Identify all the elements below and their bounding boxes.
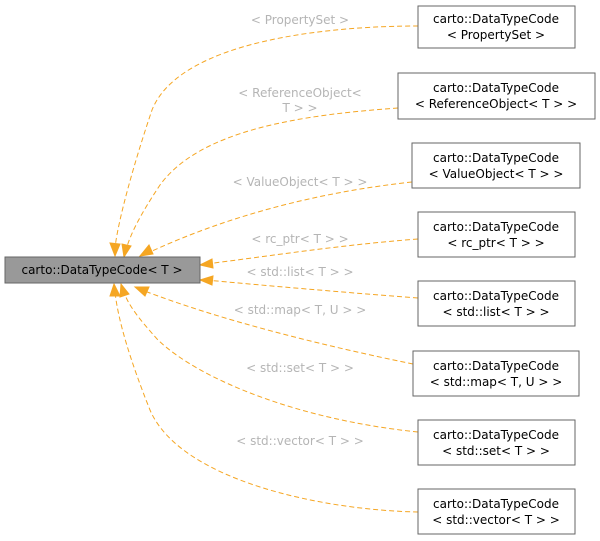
- edge-labels: < PropertySet > < ReferenceObject< T > >…: [233, 13, 368, 448]
- arrowhead-stdset: [119, 282, 130, 298]
- edge-stdset: [123, 291, 419, 433]
- edge-stdmap: [141, 289, 414, 365]
- node-stdset-line2: < std::set< T > >: [442, 444, 550, 458]
- node-referenceobject-line1: carto::DataTypeCode: [433, 81, 559, 95]
- node-referenceobject-line2: < ReferenceObject< T > >: [415, 97, 577, 111]
- node-stdlist[interactable]: carto::DataTypeCode < std::list< T > >: [417, 280, 576, 327]
- edge-valueobject: [149, 181, 413, 253]
- node-stdvector-line1: carto::DataTypeCode: [433, 497, 559, 511]
- node-valueobject[interactable]: carto::DataTypeCode < ValueObject< T > >: [411, 142, 581, 189]
- node-valueobject-line1: carto::DataTypeCode: [433, 151, 559, 165]
- edge-label-valueobject: < ValueObject< T > >: [233, 175, 368, 189]
- arrowhead-referenceobject: [121, 243, 132, 259]
- edge-stdvector: [114, 291, 419, 513]
- edge-label-stdset: < std::set< T > >: [246, 361, 354, 375]
- node-stdvector-line2: < std::vector< T > >: [432, 513, 560, 527]
- node-rcptr-line1: carto::DataTypeCode: [433, 220, 559, 234]
- node-stdmap-line1: carto::DataTypeCode: [433, 359, 559, 373]
- node-stdset-line1: carto::DataTypeCode: [433, 428, 559, 442]
- edge-referenceobject: [125, 107, 399, 251]
- node-stdvector[interactable]: carto::DataTypeCode < std::vector< T > >: [417, 488, 576, 535]
- node-rcptr-line2: < rc_ptr< T > >: [447, 236, 544, 250]
- node-propertyset-line2: < PropertySet >: [447, 28, 545, 42]
- base-class-node[interactable]: carto::DataTypeCode< T >: [4, 256, 201, 284]
- arrowhead-rcptr: [198, 258, 214, 269]
- edge-rcptr: [205, 238, 419, 265]
- node-stdset[interactable]: carto::DataTypeCode < std::set< T > >: [417, 419, 576, 466]
- node-rcptr[interactable]: carto::DataTypeCode < rc_ptr< T > >: [417, 211, 576, 258]
- edge-propertyset: [114, 25, 419, 249]
- arrowhead-valueobject: [138, 244, 154, 257]
- edge-label-referenceobject-line1: < ReferenceObject<: [238, 86, 361, 100]
- edge-label-rcptr: < rc_ptr< T > >: [251, 232, 348, 246]
- edge-label-stdvector: < std::vector< T > >: [236, 434, 364, 448]
- arrowhead-propertyset: [109, 242, 121, 258]
- arrowhead-stdmap: [133, 286, 150, 297]
- node-stdlist-line1: carto::DataTypeCode: [433, 289, 559, 303]
- node-stdmap-line2: < std::map< T, U > >: [430, 375, 563, 389]
- base-class-label: carto::DataTypeCode< T >: [21, 263, 182, 277]
- edge-stdlist: [205, 279, 419, 299]
- arrowhead-stdvector: [109, 282, 121, 297]
- node-stdlist-line2: < std::list< T > >: [442, 305, 549, 319]
- node-referenceobject[interactable]: carto::DataTypeCode < ReferenceObject< T…: [397, 72, 596, 120]
- node-valueobject-line2: < ValueObject< T > >: [429, 167, 564, 181]
- node-propertyset[interactable]: carto::DataTypeCode < PropertySet >: [417, 5, 576, 49]
- edge-label-referenceobject-line2: T > >: [281, 101, 317, 115]
- node-stdmap[interactable]: carto::DataTypeCode < std::map< T, U > >: [412, 350, 580, 397]
- edge-label-propertyset: < PropertySet >: [251, 13, 349, 27]
- arrowheads: [109, 242, 214, 298]
- edge-label-stdlist: < std::list< T > >: [246, 265, 353, 279]
- edge-label-stdmap: < std::map< T, U > >: [234, 303, 367, 317]
- arrowhead-stdlist: [198, 275, 214, 286]
- edges: [114, 25, 419, 513]
- node-propertyset-line1: carto::DataTypeCode: [433, 12, 559, 26]
